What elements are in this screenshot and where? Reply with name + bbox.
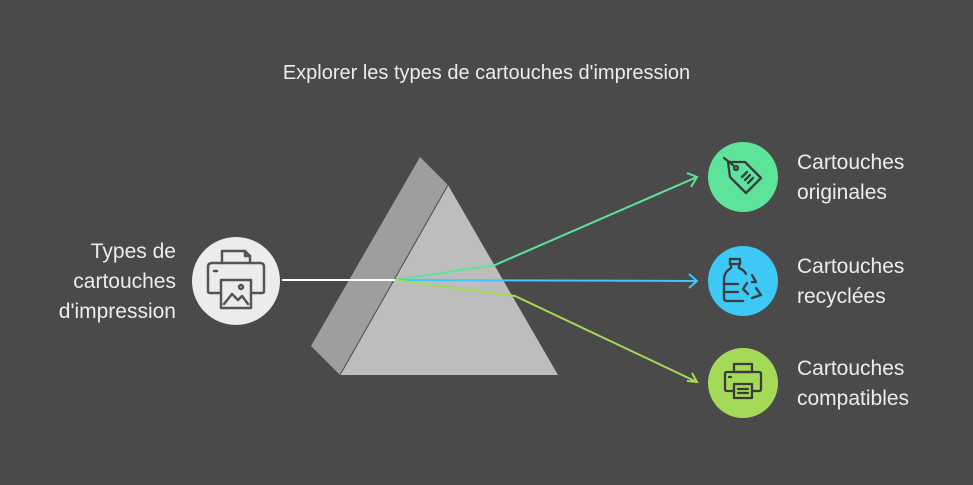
output-circle-recyclees <box>708 246 778 316</box>
output-label-line: compatibles <box>797 387 910 410</box>
output-label-line: Cartouches <box>797 255 905 278</box>
ray-compatibles <box>394 279 698 383</box>
arrowhead-compatibles <box>686 372 699 384</box>
source-label-line: Types de <box>90 240 176 263</box>
output-node-compatibles <box>708 348 778 418</box>
printer-image-icon <box>206 249 266 310</box>
prism-back-face <box>311 157 448 375</box>
output-label-line: originales <box>797 181 887 204</box>
output-node-originales <box>708 142 778 212</box>
output-label-originales: Cartouches originales <box>797 148 967 208</box>
source-node <box>192 237 280 325</box>
recycled-bottle-icon <box>722 257 763 303</box>
output-label-compatibles: Cartouches compatibles <box>797 354 967 414</box>
source-label: Types de cartouches d'impression <box>20 237 176 327</box>
output-label-line: Cartouches <box>797 151 905 174</box>
output-label-line: Cartouches <box>797 357 905 380</box>
ray-recyclees <box>394 279 698 282</box>
output-label-line: recyclées <box>797 285 886 308</box>
output-node-recyclees <box>708 246 778 316</box>
ray-originales <box>394 176 698 281</box>
source-label-line: d'impression <box>58 300 176 323</box>
diagram-title: Explorer les types de cartouches d'impre… <box>282 62 691 84</box>
source-label-line: cartouches <box>73 270 176 293</box>
arrowhead-recyclees <box>688 273 699 289</box>
price-tag-icon <box>722 156 763 195</box>
arrowhead-originales <box>686 172 699 188</box>
output-label-recyclees: Cartouches recyclées <box>797 252 967 312</box>
printer-icon <box>723 362 763 400</box>
